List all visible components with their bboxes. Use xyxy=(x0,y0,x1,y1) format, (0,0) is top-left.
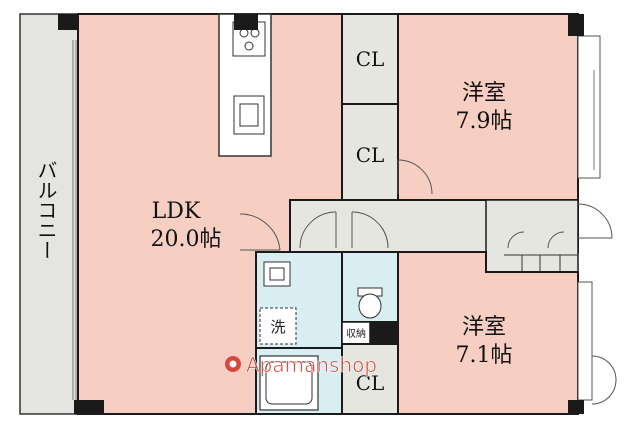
washroom-label: 洗 xyxy=(270,318,285,336)
western-room-2-label: 洋室 xyxy=(462,315,506,340)
bathtub xyxy=(259,355,319,411)
sink xyxy=(233,95,265,135)
storage-label: 収納 xyxy=(346,327,366,340)
balcony-area xyxy=(19,13,79,415)
washer-space xyxy=(259,307,297,345)
western-room-1-size: 7.9帖 xyxy=(456,109,513,134)
closet-3 xyxy=(341,343,399,415)
closet-2-label: CL xyxy=(356,143,385,167)
western-room-1-label: 洋室 xyxy=(462,81,506,106)
western-room-1 xyxy=(397,13,579,201)
closet-1-label: CL xyxy=(356,47,385,71)
ldk-size: 20.0帖 xyxy=(151,227,222,252)
western-room-2-size: 7.1帖 xyxy=(456,343,513,368)
ldk-label: LDK xyxy=(152,199,201,224)
closet-3-label: CL xyxy=(356,371,385,395)
western-room-2 xyxy=(397,251,579,415)
watermark-text: Apamanshop xyxy=(246,353,377,377)
balcony-label: バルコニー xyxy=(34,160,58,260)
entrance-door xyxy=(577,203,613,239)
apamanshop-watermark: Apamanshop xyxy=(225,353,377,377)
